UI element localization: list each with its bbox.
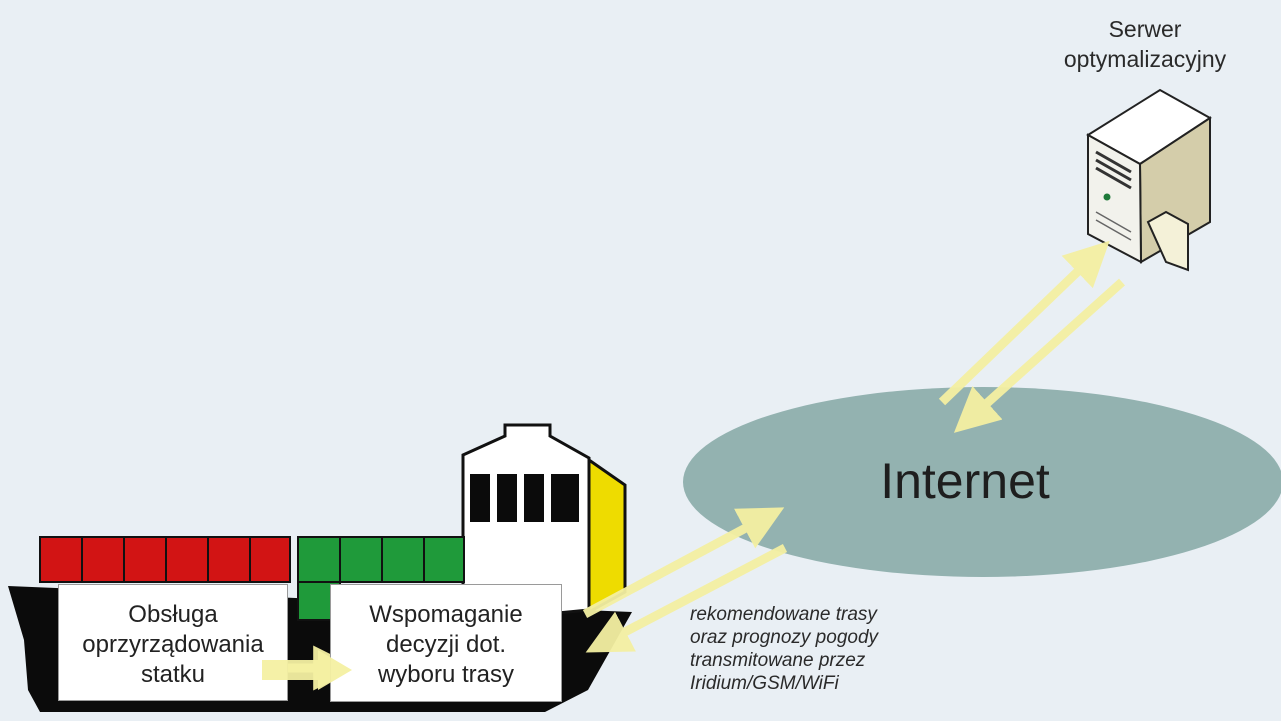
caption-line-4: Iridium/GSM/WiFi [690,672,1010,695]
transmission-caption: rekomendowane trasy oraz prognozy pogody… [690,603,1010,695]
caption-line-2: oraz prognozy pogody [690,626,1010,649]
module-link-arrow [262,650,352,690]
caption-line-3: transmitowane przez [690,649,1010,672]
caption-line-1: rekomendowane trasy [690,603,1010,626]
